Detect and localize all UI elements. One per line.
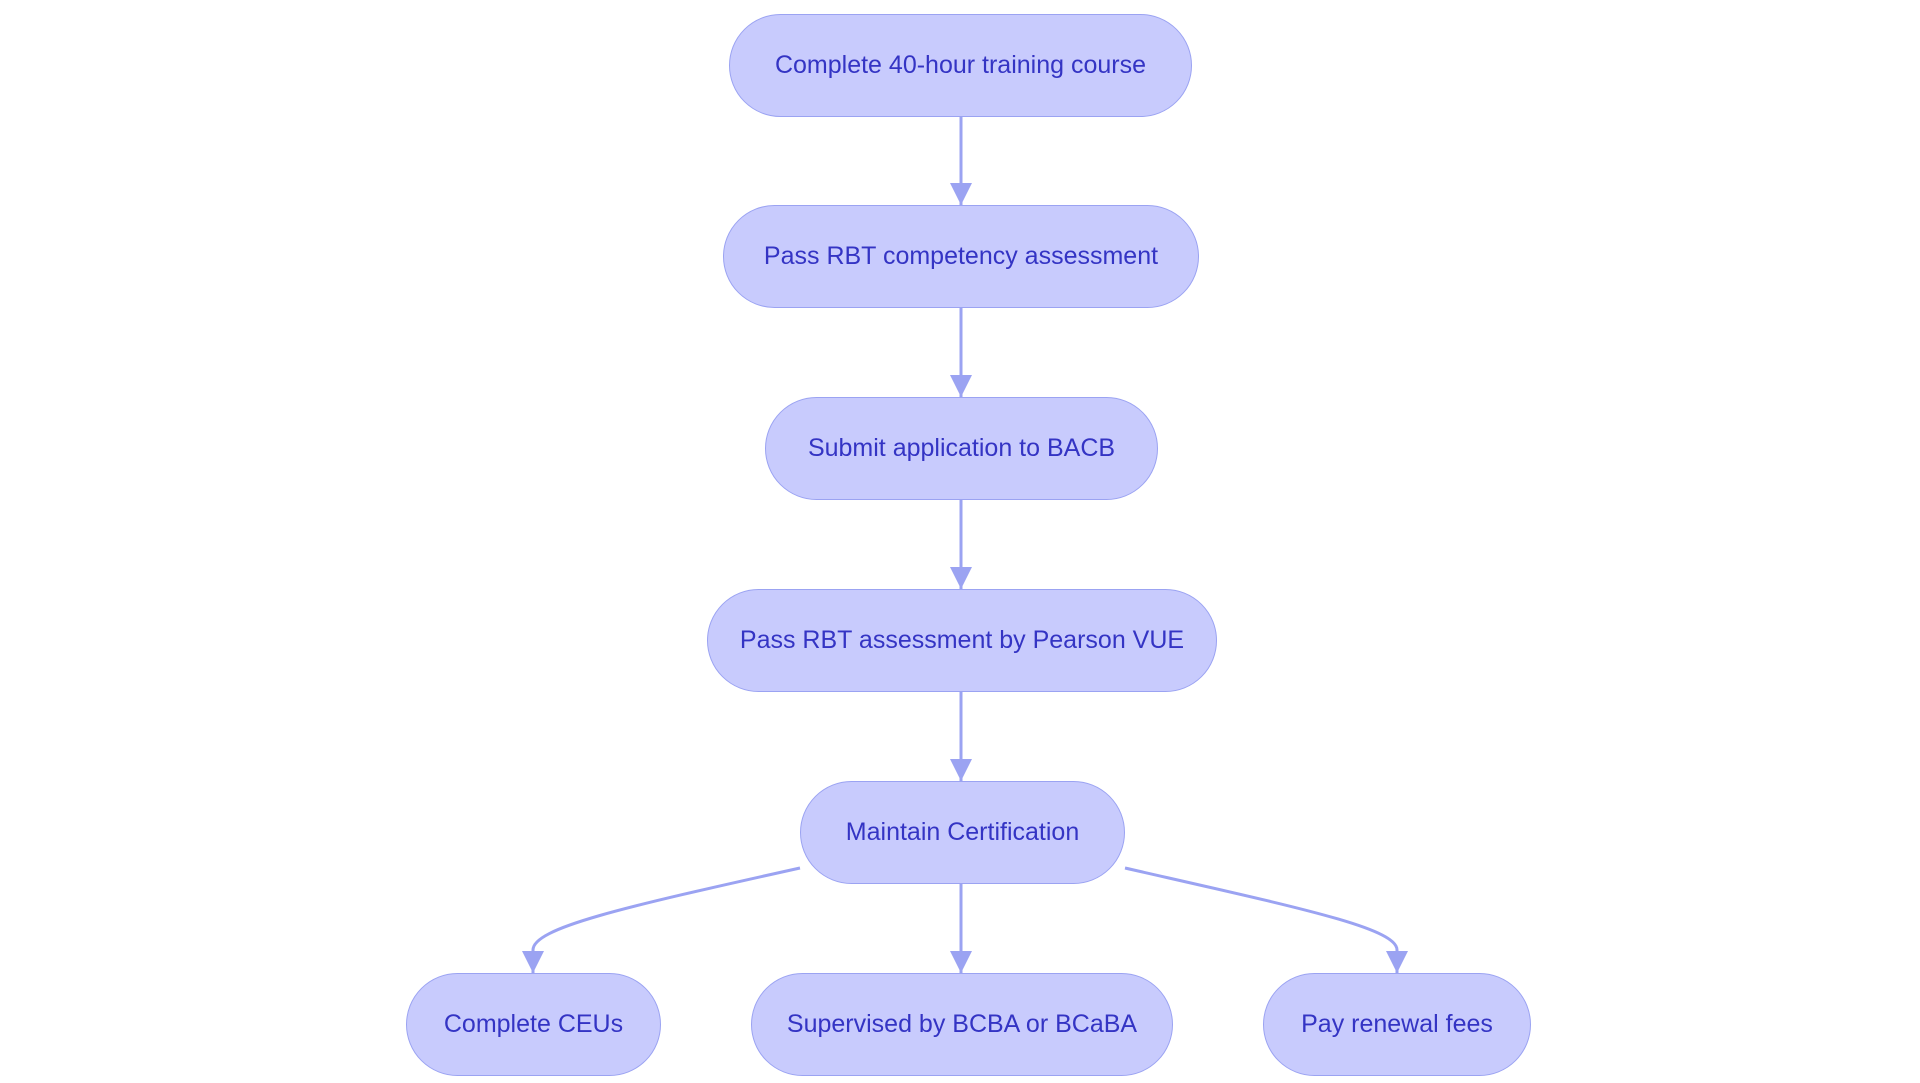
node-label: Complete 40-hour training course	[774, 51, 1147, 79]
node-pass-competency: Pass RBT competency assessment	[723, 205, 1199, 308]
arrowhead-competency-to-application	[950, 375, 972, 397]
node-complete-ceus: Complete CEUs	[406, 973, 661, 1076]
node-maintain-certification: Maintain Certification	[800, 781, 1125, 884]
edge-maintain-to-fees	[1124, 866, 1399, 973]
arrowhead-application-to-pearson	[950, 567, 972, 589]
node-label: Pass RBT competency assessment	[763, 242, 1159, 270]
node-label: Complete CEUs	[443, 1010, 624, 1038]
node-submit-application: Submit application to BACB	[765, 397, 1158, 500]
node-supervised: Supervised by BCBA or BCaBA	[751, 973, 1173, 1076]
arrowhead-training-to-competency	[950, 183, 972, 205]
node-label: Pay renewal fees	[1301, 1010, 1493, 1038]
node-label: Maintain Certification	[845, 818, 1080, 846]
node-label: Supervised by BCBA or BCaBA	[786, 1010, 1138, 1038]
edge-maintain-to-ceus	[531, 866, 801, 973]
arrowhead-maintain-to-ceus	[522, 951, 544, 973]
arrowhead-maintain-to-fees	[1386, 951, 1408, 973]
node-pay-fees: Pay renewal fees	[1263, 973, 1531, 1076]
arrowhead-pearson-to-maintain	[950, 759, 972, 781]
node-label: Pass RBT assessment by Pearson VUE	[739, 626, 1185, 654]
node-label: Submit application to BACB	[807, 434, 1116, 462]
node-complete-training: Complete 40-hour training course	[729, 14, 1192, 117]
node-pass-pearson: Pass RBT assessment by Pearson VUE	[707, 589, 1217, 692]
arrowhead-maintain-to-supervised	[950, 951, 972, 973]
